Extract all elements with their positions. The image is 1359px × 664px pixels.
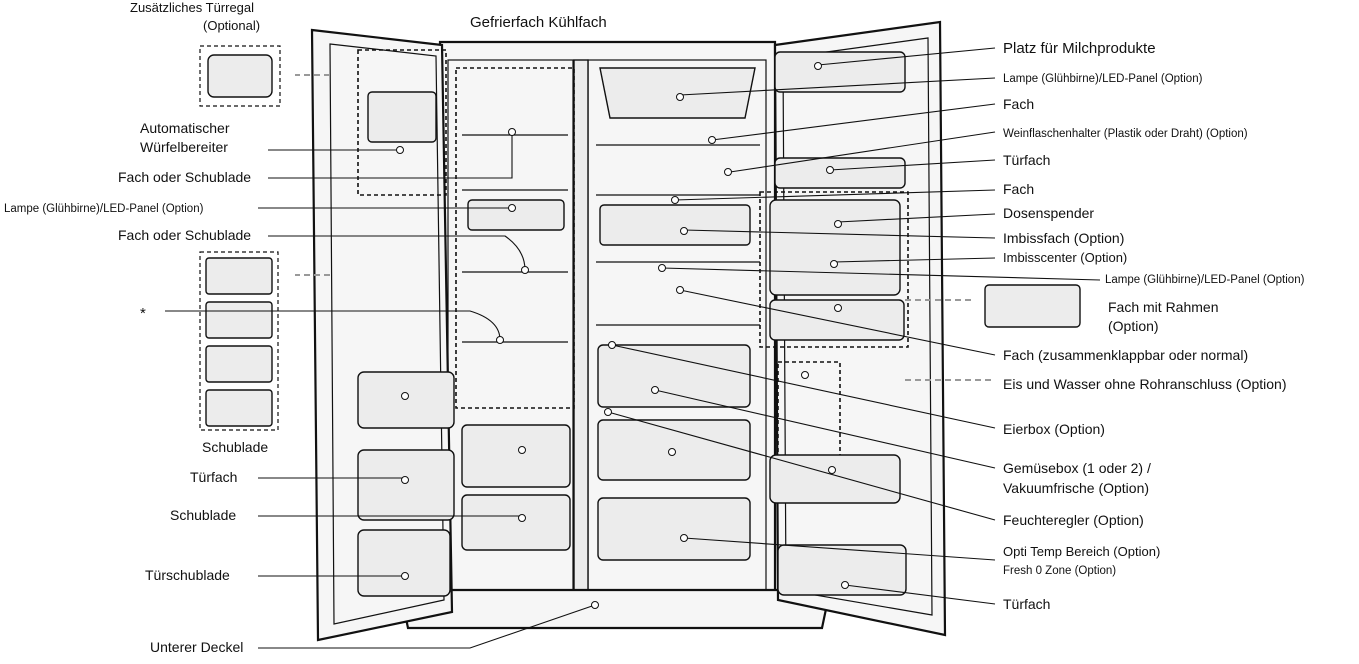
label-door-bin: Türfach [190,469,237,485]
label-asterisk: * [140,305,146,322]
label-wine-holder: Weinflaschenhalter (Plastik oder Draht) … [1003,128,1248,140]
door-bin-2 [357,449,455,521]
label-door-bin-upper: Türfach [1003,152,1050,168]
door-bin-1 [357,371,455,429]
snack-drawer [599,204,751,246]
label-lower-cover: Unterer Deckel [150,639,243,655]
freezer-lamp [467,199,565,231]
label-veg-box-1: Gemüsebox (1 oder 2) / [1003,460,1151,476]
label-snack-center: Imbisscenter (Option) [1003,250,1127,265]
label-egg-box: Eierbox (Option) [1003,421,1105,437]
snack-center [769,199,901,296]
left-leaders [165,128,599,649]
label-fridge-lamp-top: Lampe (Glühbirne)/LED-Panel (Option) [1003,73,1203,85]
label-framed-shelf: Fach mit Rahmen [1108,299,1218,315]
label-shelf-or-drawer-2: Fach oder Schublade [118,227,251,243]
label-extra-door-rack-optional: (Optional) [203,18,260,33]
label-door-drawer: Türschublade [145,567,230,583]
dairy-bin [774,51,906,93]
lower-cover [398,588,832,630]
drawer-thumbnails [199,251,279,431]
label-door-bin-bottom: Türfach [1003,596,1050,612]
label-ice-water: Eis und Wasser ohne Rohranschluss (Optio… [1003,376,1287,392]
right-leaders [604,47,1101,605]
label-veg-box-2: Vakuumfrische (Option) [1003,480,1149,496]
compartment-title: Gefrierfach Kühlfach [470,14,607,31]
door-bin-lower [769,454,901,504]
door-drawer [357,529,451,597]
label-humidity-control: Feuchteregler (Option) [1003,512,1144,528]
opti-temp [597,497,751,561]
label-freezer-drawer: Schublade [170,507,236,523]
label-dairy: Platz für Milchprodukte [1003,40,1156,57]
framed-shelf-thumb [984,284,1081,328]
freezer-door [310,28,455,642]
label-freezer-lamp: Lampe (Glühbirne)/LED-Panel (Option) [4,203,204,215]
label-opti-temp: Opti Temp Bereich (Option) [1003,544,1160,559]
label-framed-shelf-option: (Option) [1108,318,1159,334]
label-extra-door-rack: Zusätzliches Türregal [130,0,254,15]
veg-box-1 [597,344,751,408]
top-lamp [599,67,756,119]
fridge-compartment [596,67,760,561]
label-icemaker-2: Würfelbereiter [140,139,228,155]
label-drawer-thumbs: Schublade [202,439,268,455]
label-icemaker-1: Automatischer [140,120,230,136]
label-fridge-lamp-mid: Lampe (Glühbirne)/LED-Panel (Option) [1105,274,1305,286]
label-foldable-shelf: Fach (zusammenklappbar oder normal) [1003,347,1248,363]
freezer-drawer-1 [461,424,571,488]
label-fresh-zone: Fresh 0 Zone (Option) [1003,565,1116,577]
label-shelf-1: Fach [1003,96,1034,112]
freezer-drawer-2 [461,494,571,551]
extra-door-rack-thumb [199,45,281,107]
label-snack-drawer: Imbissfach (Option) [1003,230,1124,246]
framed-shelf [769,299,905,341]
door-bin-bottom [777,544,907,596]
fridge-door [759,20,947,637]
label-can-dispenser: Dosenspender [1003,205,1094,221]
label-shelf-2: Fach [1003,181,1034,197]
door-bin-upper [774,157,906,189]
label-shelf-or-drawer-1: Fach oder Schublade [118,169,251,185]
